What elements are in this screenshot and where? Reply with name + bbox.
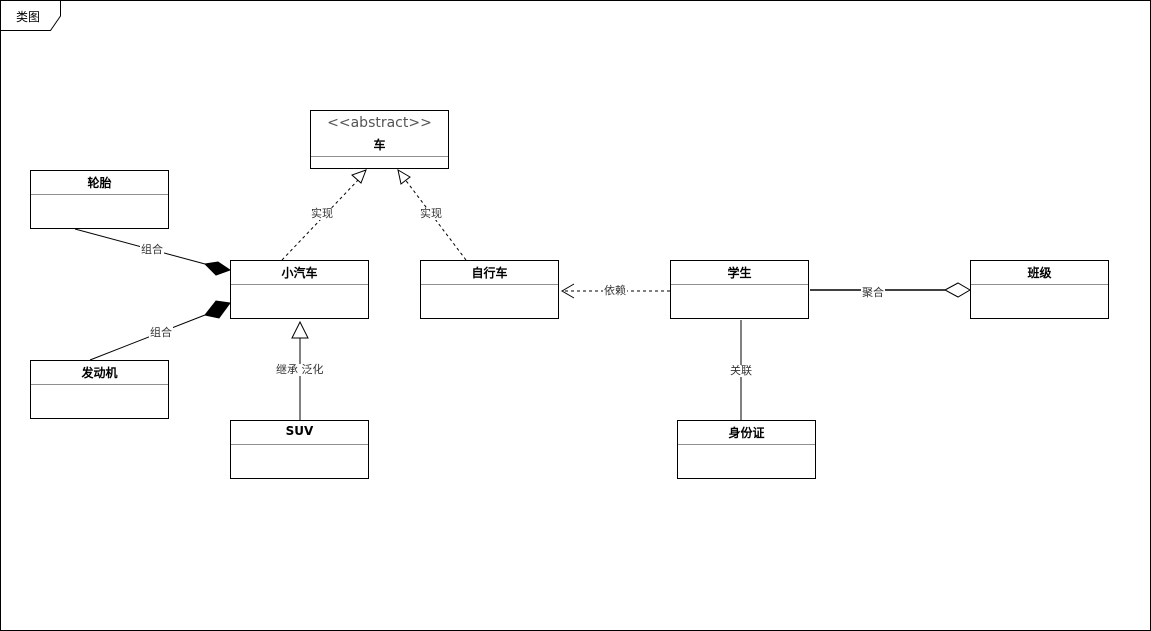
generalization-suv-edge[interactable] (291, 320, 309, 420)
aggregation-edge[interactable] (810, 282, 971, 298)
class-name: 小汽车 (281, 266, 318, 280)
class-name: 班级 (1027, 266, 1052, 280)
compartment-divider (31, 194, 168, 195)
compartment-divider (231, 444, 368, 445)
label-association: 关联 (729, 364, 753, 377)
label-realization-bike: 实现 (419, 207, 443, 220)
class-name: 发动机 (81, 366, 118, 380)
compartment-divider (231, 284, 368, 285)
class-name: SUV (285, 424, 314, 438)
class-che[interactable]: <<abstract>> 车 (310, 110, 449, 169)
hollow-triangle-icon (351, 169, 367, 184)
class-luntai[interactable]: 轮胎 (30, 170, 169, 229)
label-aggregation: 聚合 (861, 286, 885, 299)
class-xuesheng[interactable]: 学生 (670, 260, 809, 319)
frame-title: 类图 (16, 10, 41, 24)
label-composition-engine: 组合 (149, 326, 173, 339)
stereotype-label: <<abstract>> (327, 115, 432, 131)
composition-engine-edge[interactable] (89, 300, 231, 361)
compartment-divider (421, 284, 558, 285)
label-generalization: 继承 泛化 (275, 363, 325, 376)
class-name: 自行车 (471, 266, 508, 280)
filled-diamond-icon (204, 300, 231, 319)
hollow-diamond-icon (943, 282, 971, 298)
class-zixingche[interactable]: 自行车 (420, 260, 559, 319)
class-name: 轮胎 (87, 176, 112, 190)
class-name: 车 (373, 138, 386, 152)
class-shenfenzheng[interactable]: 身份证 (677, 420, 816, 479)
compartment-divider (971, 284, 1108, 285)
realization-bike-edge[interactable] (397, 168, 467, 261)
compartment-divider (31, 384, 168, 385)
class-banji[interactable]: 班级 (970, 260, 1109, 319)
class-name: 学生 (727, 266, 752, 280)
hollow-triangle-icon (291, 320, 309, 339)
filled-diamond-icon (203, 261, 232, 276)
compartment-divider (311, 156, 448, 157)
compartment-divider (671, 284, 808, 285)
class-name: 身份证 (728, 426, 765, 440)
class-xiaoqiche[interactable]: 小汽车 (230, 260, 369, 319)
class-fadongji[interactable]: 发动机 (30, 360, 169, 419)
frame-tab (0, 0, 61, 31)
hollow-triangle-icon (397, 168, 411, 185)
class-suv[interactable]: SUV (230, 420, 369, 479)
label-dependency: 依赖 (603, 284, 627, 297)
label-composition-tire: 组合 (140, 243, 164, 256)
label-realization-car: 实现 (310, 207, 334, 220)
compartment-divider (678, 444, 815, 445)
